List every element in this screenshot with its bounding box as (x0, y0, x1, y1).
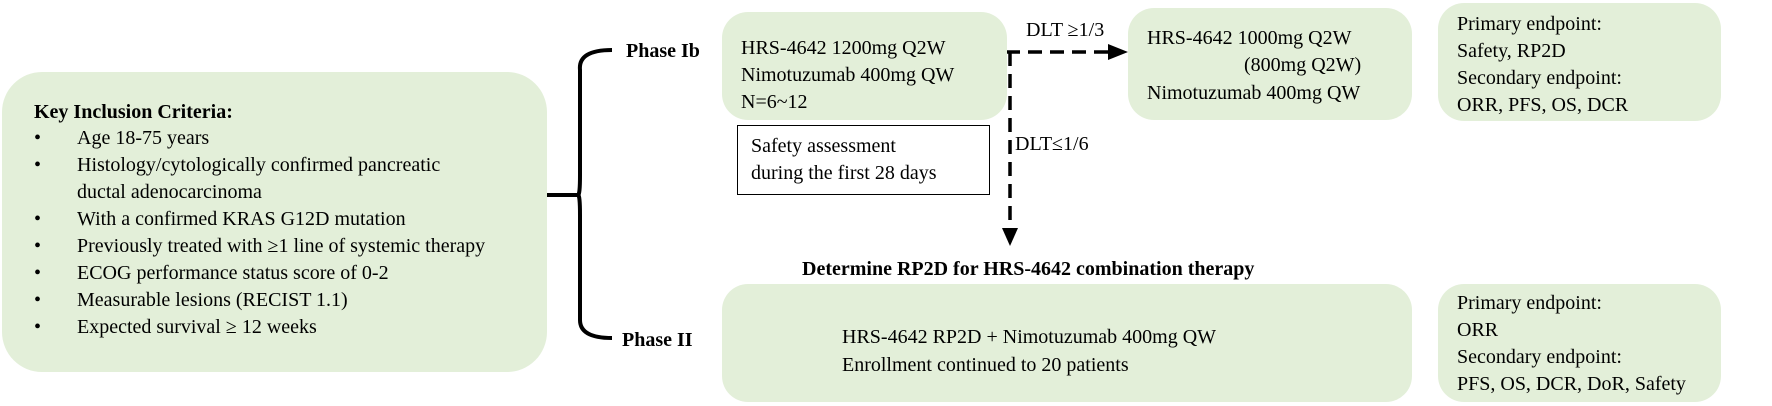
bullet-icon: • (34, 208, 42, 230)
bullet-icon: • (34, 262, 42, 284)
criterion-histology-cont: ductal adenocarcinoma (77, 181, 262, 203)
bullet-icon: • (34, 235, 42, 257)
deescalation-line3: Nimotuzumab 400mg QW (1147, 82, 1361, 104)
criterion-age: Age 18-75 years (77, 127, 210, 149)
phase-ib-arm-line2: Nimotuzumab 400mg QW (741, 64, 955, 86)
phase-ib-primary-value: Safety, RP2D (1457, 40, 1566, 62)
phase-ib-arm-line3: N=6~12 (741, 91, 808, 113)
dlt-low-label: DLT≤1/6 (1015, 133, 1089, 155)
phase-ii-arm-line1: HRS-4642 RP2D + Nimotuzumab 400mg QW (842, 326, 1217, 348)
phase-ib-primary-label: Primary endpoint: (1457, 13, 1602, 35)
criterion-ecog: ECOG performance status score of 0-2 (77, 262, 389, 284)
deescalation-box (1128, 8, 1412, 120)
safety-line1: Safety assessment (751, 135, 896, 157)
safety-line2: during the first 28 days (751, 162, 937, 184)
criterion-recist: Measurable lesions (RECIST 1.1) (77, 289, 348, 311)
phase-ii-arm-box (722, 284, 1412, 402)
bullet-icon: • (34, 154, 42, 176)
deescalation-line2: (800mg Q2W) (1244, 54, 1362, 76)
rp2d-heading: Determine RP2D for HRS-4642 combination … (802, 258, 1255, 280)
inclusion-title: Key Inclusion Criteria: (34, 101, 233, 123)
phase-ii-arm-line2: Enrollment continued to 20 patients (842, 354, 1129, 376)
criterion-survival: Expected survival ≥ 12 weeks (77, 316, 317, 338)
phase-ib-arm-box (722, 12, 1007, 120)
phase-ib-secondary-label: Secondary endpoint: (1457, 67, 1622, 89)
bullet-icon: • (34, 316, 42, 338)
phase-ii-endpoints-box (1438, 284, 1721, 402)
phase-ii-label: Phase II (622, 329, 693, 351)
bullet-icon: • (34, 127, 42, 149)
deescalation-line1: HRS-4642 1000mg Q2W (1147, 27, 1352, 49)
inclusion-criteria-box (2, 72, 547, 372)
criterion-prior-therapy: Previously treated with ≥1 line of syste… (77, 235, 486, 257)
bullet-icon: • (34, 289, 42, 311)
phase-ib-secondary-value: ORR, PFS, OS, DCR (1457, 94, 1629, 116)
phase-ii-secondary-value: PFS, OS, DCR, DoR, Safety (1457, 373, 1686, 395)
phase-ii-secondary-label: Secondary endpoint: (1457, 346, 1622, 368)
phase-ib-endpoints-box (1438, 3, 1721, 121)
criterion-histology: Histology/cytologically confirmed pancre… (77, 154, 441, 176)
phase-ii-primary-value: ORR (1457, 319, 1499, 341)
phase-ib-arm-line1: HRS-4642 1200mg Q2W (741, 37, 946, 59)
phase-ib-label: Phase Ib (626, 40, 700, 62)
safety-assessment-box (737, 125, 990, 195)
phase-ii-primary-label: Primary endpoint: (1457, 292, 1602, 314)
criterion-kras: With a confirmed KRAS G12D mutation (77, 208, 406, 230)
dlt-high-label: DLT ≥1/3 (1026, 19, 1105, 41)
